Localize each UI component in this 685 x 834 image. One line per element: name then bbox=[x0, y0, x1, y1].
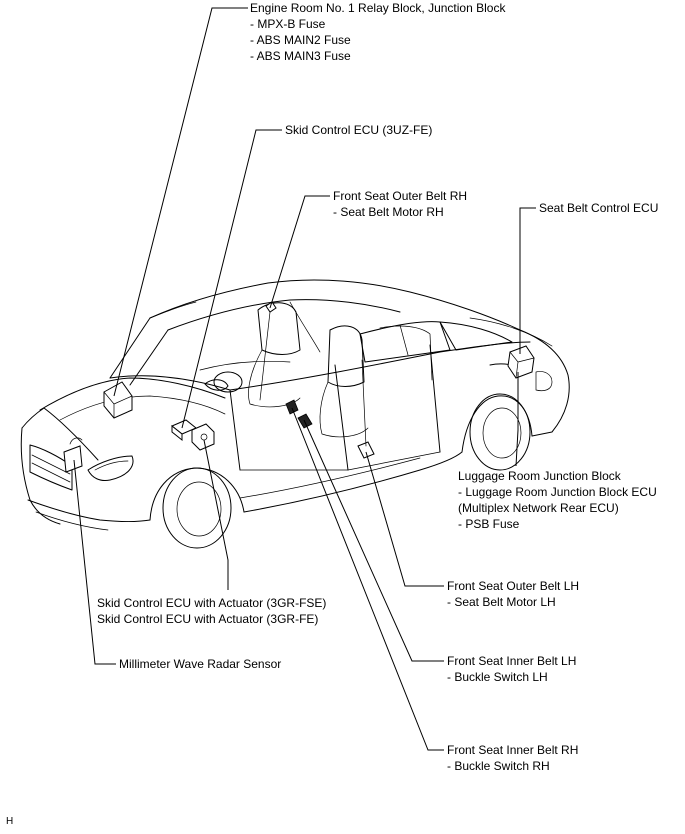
front-seat-outer-belt-lh bbox=[357, 359, 375, 459]
label-engine-room-relay-block: Engine Room No. 1 Relay Block, Junction … bbox=[250, 0, 505, 64]
label-item: (Multiplex Network Rear ECU) bbox=[458, 501, 619, 515]
front-seat-belt-buckles bbox=[285, 399, 313, 429]
label-line: Skid Control ECU with Actuator (3GR-FE) bbox=[97, 612, 319, 626]
label-item: - MPX-B Fuse bbox=[250, 17, 326, 31]
label-title: Skid Control ECU (3UZ-FE) bbox=[285, 123, 433, 137]
label-item: - PSB Fuse bbox=[458, 517, 520, 531]
label-item: - Luggage Room Junction Block ECU bbox=[458, 485, 657, 499]
label-luggage-room-junction-block: Luggage Room Junction Block - Luggage Ro… bbox=[458, 468, 657, 532]
label-front-seat-inner-belt-rh: Front Seat Inner Belt RH - Buckle Switch… bbox=[447, 742, 578, 774]
label-line: Skid Control ECU with Actuator (3GR-FSE) bbox=[97, 596, 327, 610]
label-title: Front Seat Inner Belt RH bbox=[447, 743, 579, 757]
label-item: - ABS MAIN3 Fuse bbox=[250, 49, 351, 63]
label-item: - Seat Belt Motor LH bbox=[447, 595, 556, 609]
millimeter-wave-radar-sensor bbox=[63, 437, 83, 473]
label-millimeter-wave-radar-sensor: Millimeter Wave Radar Sensor bbox=[119, 656, 281, 672]
label-front-seat-inner-belt-lh: Front Seat Inner Belt LH - Buckle Switch… bbox=[447, 653, 576, 685]
seat-belt-control-ecu bbox=[507, 345, 535, 379]
label-item: - Buckle Switch RH bbox=[447, 759, 550, 773]
label-title: Front Seat Outer Belt RH bbox=[333, 189, 468, 203]
car-outline bbox=[20, 279, 570, 549]
label-front-seat-outer-belt-lh: Front Seat Outer Belt LH - Seat Belt Mot… bbox=[447, 578, 579, 610]
label-skid-control-ecu-3uz: Skid Control ECU (3UZ-FE) bbox=[285, 122, 432, 138]
label-title: Millimeter Wave Radar Sensor bbox=[119, 657, 282, 671]
label-front-seat-outer-belt-rh: Front Seat Outer Belt RH - Seat Belt Mot… bbox=[333, 188, 467, 220]
engine-room-relay-block bbox=[103, 381, 133, 419]
label-title: Front Seat Inner Belt LH bbox=[447, 654, 577, 668]
label-item: - Seat Belt Motor RH bbox=[333, 205, 444, 219]
label-item: - Buckle Switch LH bbox=[447, 670, 548, 684]
label-title: Front Seat Outer Belt LH bbox=[447, 579, 580, 593]
front-seat-outer-belt-rh bbox=[259, 301, 277, 401]
label-title: Engine Room No. 1 Relay Block, Junction … bbox=[250, 1, 506, 15]
label-seat-belt-control-ecu: Seat Belt Control ECU bbox=[539, 200, 658, 216]
leader-lines bbox=[73, 7, 536, 751]
label-item: - ABS MAIN2 Fuse bbox=[250, 33, 351, 47]
skid-control-ecu-actuator bbox=[191, 423, 215, 451]
label-title: Luggage Room Junction Block bbox=[458, 469, 621, 483]
corner-mark: H bbox=[6, 816, 14, 827]
label-skid-control-ecu-actuator: Skid Control ECU with Actuator (3GR-FSE)… bbox=[97, 595, 326, 627]
label-title: Seat Belt Control ECU bbox=[539, 201, 659, 215]
